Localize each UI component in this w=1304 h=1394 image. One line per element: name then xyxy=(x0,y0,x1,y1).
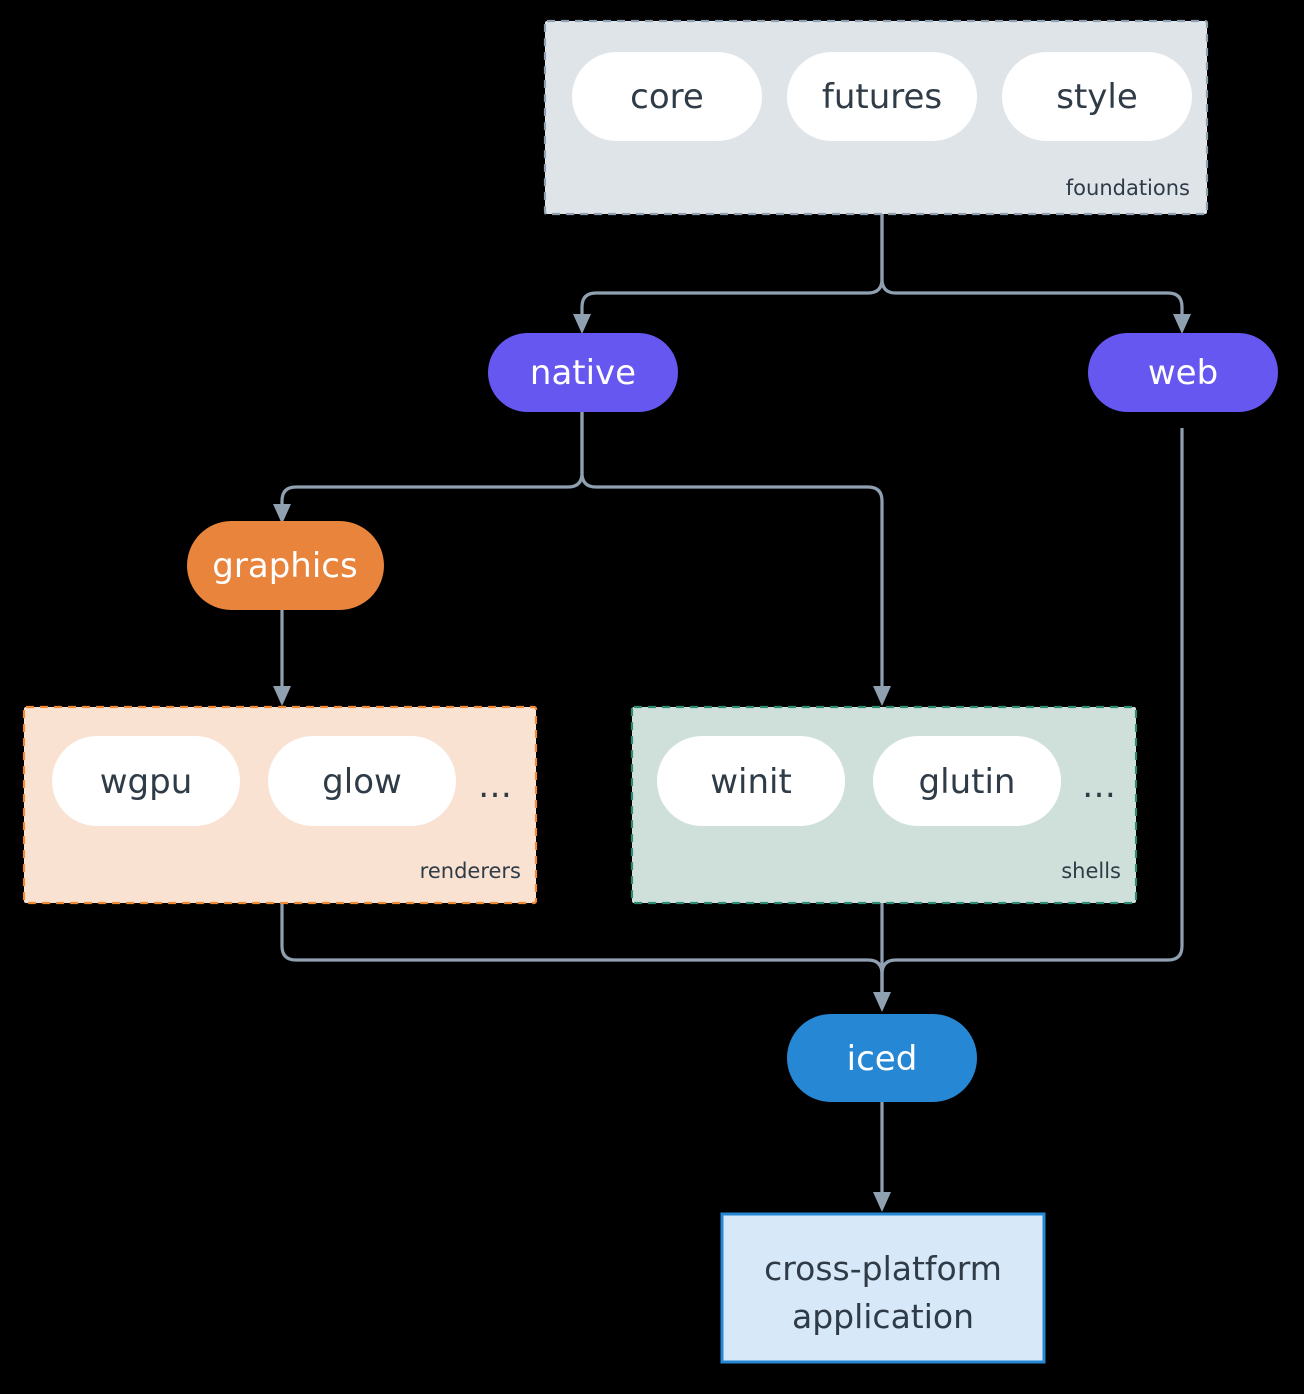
cluster-shells-label: shells xyxy=(1061,859,1121,883)
output-box-line1: cross-platform xyxy=(764,1249,1002,1288)
pill-ellipsis-renderers: … xyxy=(478,766,514,806)
node-native[interactable]: native xyxy=(488,333,678,412)
pill-wgpu[interactable] xyxy=(52,736,240,826)
node-iced-label: iced xyxy=(847,1039,918,1079)
arrowhead-iced xyxy=(873,992,891,1012)
pill-winit-label: winit xyxy=(710,762,792,802)
node-web-shape[interactable] xyxy=(1088,333,1278,412)
pill-futures-label: futures xyxy=(822,77,942,117)
cluster-foundations: core futures style foundations xyxy=(543,19,1209,216)
arrowhead-application xyxy=(873,1192,891,1212)
pill-glow[interactable] xyxy=(268,736,456,826)
cluster-renderers-label: renderers xyxy=(420,859,521,883)
arrowhead-shells xyxy=(873,686,891,706)
pill-glutin-label: glutin xyxy=(919,762,1016,802)
node-graphics[interactable]: graphics xyxy=(187,521,384,610)
node-native-shape[interactable] xyxy=(488,333,678,412)
node-graphics-label: graphics xyxy=(212,546,357,586)
node-web[interactable]: web xyxy=(1088,333,1278,412)
pill-ellipsis-shells: … xyxy=(1082,766,1118,806)
pill-core-label: core xyxy=(630,77,704,117)
edge-web-to-iced xyxy=(880,428,1184,994)
node-iced-shape[interactable] xyxy=(787,1014,977,1102)
edge-native-to-shells xyxy=(580,411,884,690)
arrowhead-renderers xyxy=(273,686,291,706)
pill-glutin[interactable] xyxy=(873,736,1061,826)
node-native-label: native xyxy=(530,353,636,393)
node-graphics-shape[interactable] xyxy=(187,521,384,610)
node-iced[interactable]: iced xyxy=(787,1014,977,1102)
cluster-shells: winit glutin … shells xyxy=(630,705,1138,905)
pill-winit[interactable] xyxy=(657,736,845,826)
pill-style[interactable] xyxy=(1002,52,1192,141)
output-box-line2: application xyxy=(792,1297,974,1336)
cluster-renderers: wgpu glow … renderers xyxy=(22,705,538,905)
output-box[interactable]: cross-platform application xyxy=(720,1212,1046,1364)
edge-renderers-to-iced xyxy=(280,903,884,994)
arrowhead-web xyxy=(1173,314,1191,334)
arrowhead-graphics xyxy=(273,504,291,524)
edge-foundations-to-web xyxy=(880,214,1184,318)
pill-glow-label: glow xyxy=(322,762,402,802)
node-web-label: web xyxy=(1148,353,1218,393)
edge-native-to-graphics xyxy=(280,411,584,508)
pill-style-label: style xyxy=(1056,77,1138,117)
edge-foundations-to-native xyxy=(580,214,884,318)
pill-core[interactable] xyxy=(572,52,762,141)
pill-futures[interactable] xyxy=(787,52,977,141)
arrowhead-native xyxy=(573,314,591,334)
edge-layer xyxy=(273,214,1191,1212)
output-box-shape[interactable] xyxy=(720,1212,1046,1364)
cluster-foundations-label: foundations xyxy=(1066,176,1190,200)
pill-wgpu-label: wgpu xyxy=(100,762,193,802)
